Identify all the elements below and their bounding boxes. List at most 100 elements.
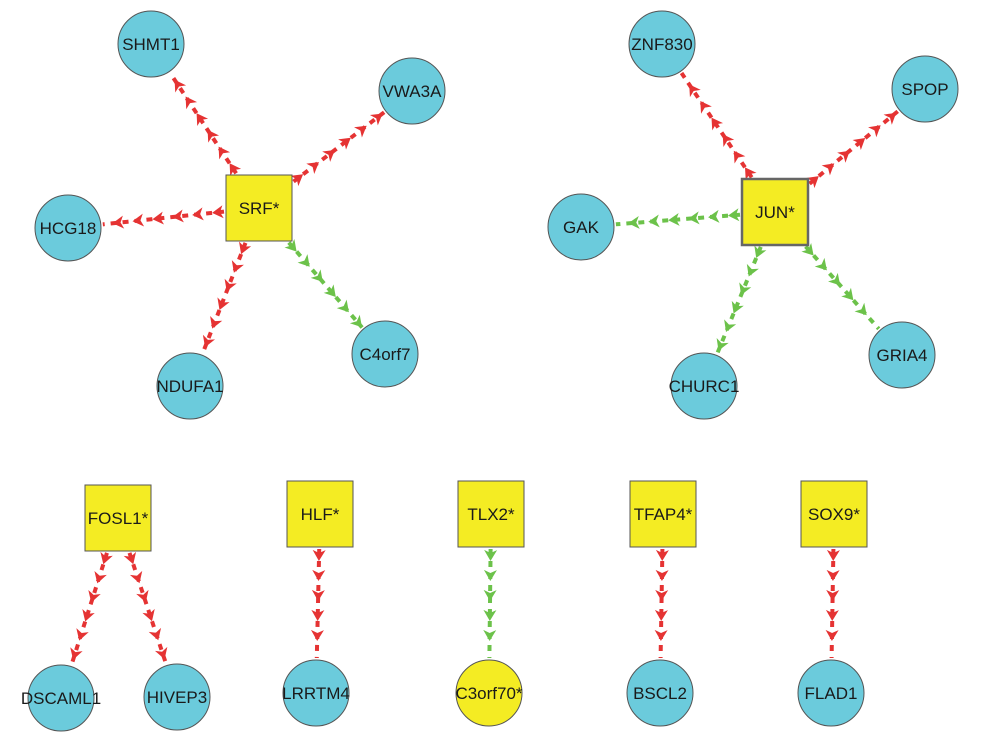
arrowhead <box>724 319 737 332</box>
edge-jun-gak <box>615 208 741 229</box>
gene-circle <box>891 55 959 123</box>
arrowhead <box>212 205 224 219</box>
node-spop[interactable]: SPOP <box>891 55 959 123</box>
node-label: GRIA4 <box>876 346 927 365</box>
arrowhead <box>689 84 701 98</box>
node-churc1[interactable]: CHURC1 <box>669 352 740 420</box>
gene-circle <box>797 659 865 727</box>
node-c4orf7[interactable]: C4orf7 <box>351 320 419 388</box>
node-gria4[interactable]: GRIA4 <box>868 321 936 389</box>
edge-sox9-flad1 <box>825 548 840 659</box>
tf-target-circle <box>455 659 523 727</box>
gene-circle <box>378 57 446 125</box>
arrowhead <box>154 646 168 660</box>
node-lrrtm4[interactable]: LRRTM4 <box>282 659 350 727</box>
arrowhead <box>483 589 497 601</box>
arrowhead <box>322 150 335 162</box>
edge-hlf-lrrtm4 <box>310 548 326 659</box>
arrowhead <box>628 215 640 229</box>
arrowhead <box>731 300 744 314</box>
arrowhead <box>655 589 669 601</box>
arrowhead <box>483 629 497 641</box>
node-flad1[interactable]: FLAD1 <box>797 659 865 727</box>
arrowhead <box>76 628 89 641</box>
arrowhead <box>483 609 497 621</box>
arrowhead <box>210 315 223 329</box>
edge-line <box>292 110 386 184</box>
arrowhead <box>883 112 897 125</box>
node-srf[interactable]: SRF* <box>225 174 293 242</box>
node-c3orf70[interactable]: C3orf70* <box>455 659 523 727</box>
node-label: SOX9* <box>808 505 860 524</box>
node-hlf[interactable]: HLF* <box>286 480 354 548</box>
gene-circle <box>628 10 696 78</box>
arrowhead <box>648 214 660 228</box>
node-jun[interactable]: JUN* <box>740 177 810 247</box>
arrowhead <box>306 162 319 174</box>
gene-circle <box>27 664 95 732</box>
arrowhead <box>239 241 252 255</box>
node-label: TLX2* <box>467 505 515 524</box>
arrowhead <box>336 299 349 313</box>
arrowhead <box>841 287 854 301</box>
arrowhead <box>82 609 95 622</box>
arrowhead <box>733 150 746 164</box>
node-ndufa1[interactable]: NDUFA1 <box>156 352 224 420</box>
node-label: HIVEP3 <box>147 688 207 707</box>
edge-line <box>200 242 248 355</box>
arrowhead <box>172 209 184 223</box>
edge-line <box>658 548 665 659</box>
node-label: CHURC1 <box>669 377 740 396</box>
gene-circle <box>34 194 102 262</box>
node-bscl2[interactable]: BSCL2 <box>626 659 694 727</box>
arrowhead <box>218 146 231 160</box>
arrowhead <box>312 569 326 581</box>
node-shmt1[interactable]: SHMT1 <box>117 10 185 78</box>
node-label: HCG18 <box>40 219 97 238</box>
node-fosl1[interactable]: FOSL1* <box>84 484 152 552</box>
edge-line <box>127 552 168 665</box>
gene-circle <box>156 352 224 420</box>
arrowhead <box>854 302 867 316</box>
arrowhead <box>312 549 326 561</box>
arrowhead <box>654 609 668 621</box>
arrowhead <box>142 608 155 622</box>
edge-fosl1-hivep3 <box>123 551 168 665</box>
node-dscaml1[interactable]: DSCAML1 <box>21 664 101 732</box>
node-znf830[interactable]: ZNF830 <box>628 10 696 78</box>
arrowhead <box>284 239 297 252</box>
arrowhead <box>688 211 700 225</box>
node-hivep3[interactable]: HIVEP3 <box>143 663 211 731</box>
arrowhead <box>728 208 740 222</box>
tf-square <box>457 480 525 548</box>
node-gak[interactable]: GAK <box>547 193 615 261</box>
edge-line <box>102 209 225 227</box>
arrowhead <box>722 134 735 147</box>
edge-tlx2-c3orf70 <box>483 548 498 659</box>
arrowhead <box>746 263 759 277</box>
node-vwa3a[interactable]: VWA3A <box>378 57 446 125</box>
node-tlx2[interactable]: TLX2* <box>457 480 525 548</box>
edge-srf-ndufa1 <box>200 241 252 355</box>
arrowhead <box>828 272 841 286</box>
arrowhead <box>202 334 216 348</box>
arrowhead <box>349 314 362 328</box>
node-hcg18[interactable]: HCG18 <box>34 194 102 262</box>
arrowhead <box>806 176 819 189</box>
node-label: JUN* <box>755 203 795 222</box>
node-label: DSCAML1 <box>21 689 101 708</box>
edge-srf-shmt1 <box>168 72 242 177</box>
node-sox9[interactable]: SOX9* <box>800 480 868 548</box>
arrowhead <box>123 551 137 565</box>
node-label: SHMT1 <box>122 35 180 54</box>
edge-srf-c4orf7 <box>284 239 364 329</box>
arrowhead <box>88 590 101 603</box>
tf-square <box>740 177 810 247</box>
arrowhead <box>700 101 712 114</box>
arrowhead <box>826 549 840 561</box>
arrowhead <box>654 629 668 641</box>
edge-line <box>715 246 763 355</box>
node-tfap4[interactable]: TFAP4* <box>629 480 697 548</box>
